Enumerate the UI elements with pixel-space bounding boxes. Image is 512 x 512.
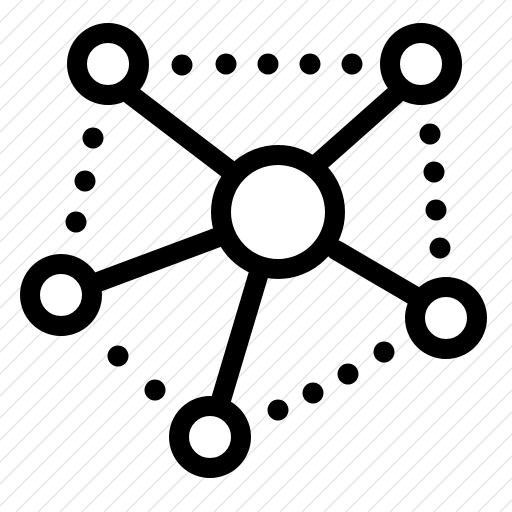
node-bottom bbox=[169, 396, 251, 478]
hatch-line bbox=[235, 235, 512, 512]
hatch-line bbox=[191, 191, 512, 512]
outline-dot bbox=[257, 53, 279, 75]
hatch-line bbox=[0, 0, 133, 133]
hatch-line bbox=[411, 411, 512, 512]
hatch-line bbox=[0, 0, 331, 331]
outline-dot bbox=[171, 54, 193, 76]
outline-dot bbox=[341, 53, 363, 75]
spokes bbox=[80, 85, 428, 420]
hatch-line bbox=[301, 301, 512, 512]
outline-dot bbox=[144, 379, 166, 401]
hatch-line bbox=[213, 213, 512, 512]
hatch-line bbox=[0, 0, 463, 463]
hatch-line bbox=[0, 0, 243, 243]
outline-dot bbox=[82, 127, 104, 149]
spoke-right bbox=[326, 240, 428, 308]
node-left bbox=[20, 254, 102, 336]
nodes bbox=[20, 23, 487, 478]
outline-dot bbox=[215, 53, 237, 75]
outline-dot bbox=[429, 237, 451, 259]
hatch-line bbox=[367, 367, 512, 512]
outline-dot bbox=[419, 123, 441, 145]
hatch-line bbox=[0, 0, 45, 45]
outline-dot bbox=[373, 341, 395, 363]
outline-dot bbox=[302, 382, 324, 404]
node-top-left bbox=[67, 23, 149, 105]
outline-dot bbox=[299, 53, 321, 75]
outline-dot bbox=[74, 170, 96, 192]
spoke-top-right bbox=[306, 85, 405, 175]
hatch-line bbox=[169, 169, 512, 512]
hatch-line bbox=[389, 389, 512, 512]
node-right bbox=[405, 277, 487, 359]
dotted-outline bbox=[65, 53, 451, 421]
hatch-line bbox=[0, 0, 353, 353]
hatch-line bbox=[0, 0, 287, 287]
hatch-line bbox=[0, 0, 375, 375]
hatch-line bbox=[0, 0, 155, 155]
outline-dot bbox=[65, 211, 87, 233]
spoke-left bbox=[80, 228, 226, 295]
hatch-line bbox=[257, 257, 512, 512]
spoke-top-left bbox=[121, 85, 242, 182]
hatch-line bbox=[279, 279, 512, 512]
outline-dot bbox=[267, 399, 289, 421]
hatch-line bbox=[0, 0, 265, 265]
hatch-line bbox=[0, 0, 89, 89]
node-top-right bbox=[380, 23, 462, 105]
hatch-line bbox=[345, 345, 512, 512]
hub-node bbox=[211, 145, 345, 279]
hatch-line bbox=[455, 455, 512, 512]
outline-dot bbox=[423, 161, 445, 183]
outline-dot bbox=[337, 363, 359, 385]
spoke-bottom bbox=[208, 266, 268, 420]
outline-dot bbox=[107, 345, 129, 367]
outline-dot bbox=[425, 199, 447, 221]
hatch-line bbox=[0, 0, 111, 111]
hatch-line bbox=[323, 323, 512, 512]
